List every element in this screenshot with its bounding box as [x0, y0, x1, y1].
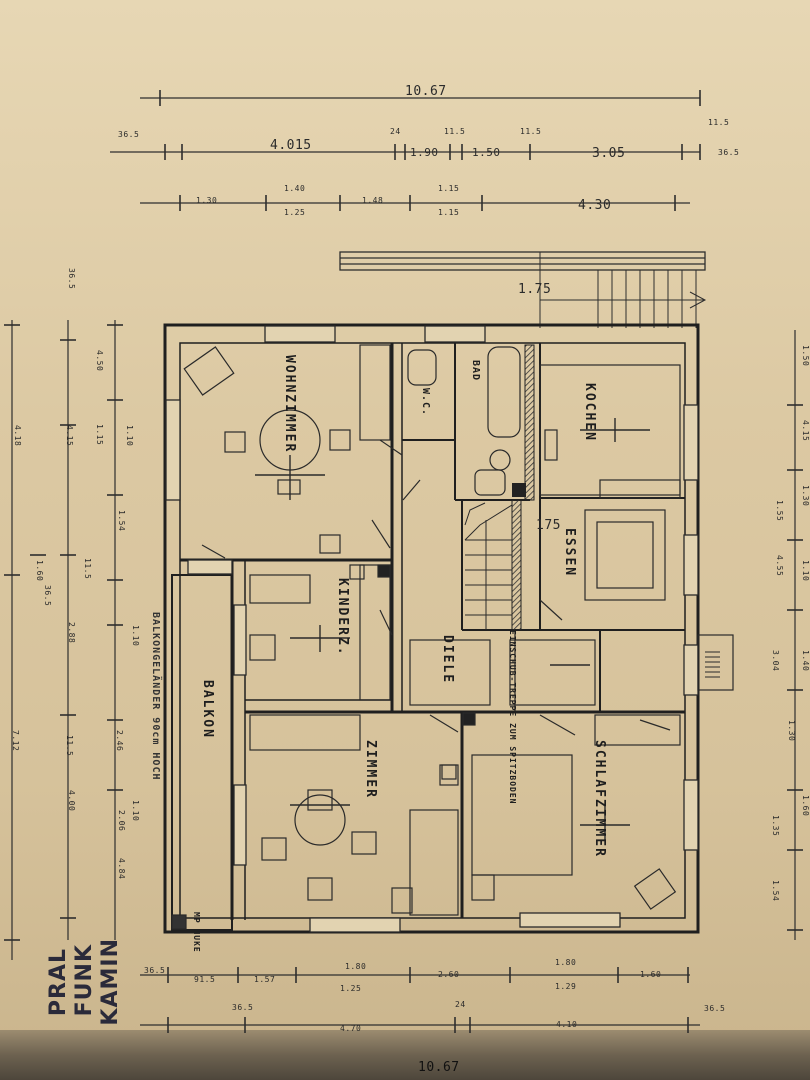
treppe-note: EINSCHUB-TREPPE ZUM SPITZBODEN — [508, 630, 517, 805]
dim-left: 2.46 — [115, 730, 124, 752]
room-label-schlafzimmer: SCHLAFZIMMER — [592, 740, 607, 858]
dim-top-r1: 3.05 — [592, 146, 626, 161]
walls — [163, 323, 700, 934]
dim-right: 1.54 — [771, 880, 780, 902]
room-label-kochen: KOCHEN — [582, 383, 597, 442]
dim-right: 1.55 — [775, 500, 784, 522]
dim-left: 4.00 — [67, 790, 76, 812]
dim-bottom: 24 — [455, 1000, 466, 1009]
dim-top-r2: 1.48 — [362, 196, 384, 205]
dim-left: 36.5 — [43, 585, 52, 607]
dim-right: 1.30 — [801, 485, 810, 507]
dim-bottom: 1.80 — [345, 962, 367, 971]
dim-bottom: 1.25 — [340, 984, 362, 993]
dim-top-r1: 1.50 — [472, 146, 501, 159]
handwritten-note-3: PRAL — [46, 948, 71, 1017]
dim-right: 1.60 — [801, 795, 810, 817]
dim-right: 1.50 — [801, 345, 810, 367]
dim-right: 4.15 — [801, 420, 810, 442]
furniture — [171, 344, 734, 930]
dim-right: 4.55 — [775, 555, 784, 577]
dim-left: 1.10 — [131, 625, 140, 647]
dim-right: 1.40 — [801, 650, 810, 672]
dim-bottom: 4.10 — [556, 1020, 578, 1029]
dim-bottom: 1.80 — [555, 958, 577, 967]
dim-right: 1.10 — [801, 560, 810, 582]
dim-left: 11.5 — [83, 558, 92, 580]
room-label-diele: DIELE — [440, 635, 455, 685]
dim-bottom: 1.29 — [555, 982, 577, 991]
dim-top-r1: 4.015 — [270, 138, 312, 153]
dim-right: 1.35 — [771, 815, 780, 837]
room-label-wohnzimmer: WOHNZIMMER — [282, 355, 297, 454]
dim-top-r2: 1.15 — [438, 208, 460, 217]
paper-background — [0, 0, 810, 1040]
dim-left: 36.5 — [67, 268, 76, 290]
dim-top-r2: 1.25 — [284, 208, 306, 217]
dim-bottom: 1.57 — [254, 975, 276, 984]
handwritten-note-2: FUNK — [72, 944, 97, 1017]
room-label-wc: W.C. — [420, 388, 431, 417]
dim-top-r1: 36.5 — [718, 148, 740, 157]
dim-bottom: 4.70 — [340, 1024, 362, 1033]
dim-left: 4.84 — [117, 858, 126, 880]
balkon-note: BALKONGELÄNDER 90cm HOCH — [150, 612, 161, 781]
exterior-stair — [339, 251, 707, 328]
dim-left: 4.15 — [65, 425, 74, 447]
dim-overall-bottom: 10.67 — [418, 1060, 460, 1075]
dim-bottom: 36.5 — [232, 1003, 254, 1012]
dim-top-r1: 1.90 — [410, 146, 439, 159]
dim-top-r2: 1.40 — [284, 184, 306, 193]
dim-top-r2: 1.15 — [438, 184, 460, 193]
dimension-lines-right — [787, 330, 803, 940]
room-label-bad: BAD — [470, 360, 481, 382]
stair-label: 175 — [536, 518, 561, 533]
dim-left: 1.54 — [117, 510, 126, 532]
room-label-kinderzimmer: KINDERZ. — [335, 578, 350, 657]
dim-top-r2: 1.30 — [196, 196, 218, 205]
dim-left: 1.10 — [131, 800, 140, 822]
room-label-balkon: BALKON — [200, 680, 215, 739]
corner-note: MP NUKE — [192, 912, 201, 953]
dim-left: 4.18 — [13, 425, 22, 447]
room-label-essen: ESSEN — [562, 528, 577, 578]
dimension-lines-left — [4, 320, 123, 960]
dim-right: 3.04 — [771, 650, 780, 672]
handwritten-note-1: KAMIN — [98, 938, 123, 1026]
table-edge — [0, 1030, 810, 1080]
dim-top-r1: 11.5 — [444, 127, 466, 136]
dim-overall-top: 10.67 — [405, 84, 447, 99]
dim-left: 1.10 — [125, 425, 134, 447]
dim-top-r2: 4.30 — [578, 198, 612, 213]
dimension-lines-top — [110, 90, 701, 211]
dim-left: 7.12 — [11, 730, 20, 752]
dim-stair-width: 1.75 — [518, 282, 552, 297]
dim-top-r1: 36.5 — [118, 130, 140, 139]
dim-top-r1: 24 — [390, 127, 401, 136]
dim-left: 4.50 — [95, 350, 104, 372]
dim-right: 1.30 — [787, 720, 796, 742]
dim-bottom: 2.60 — [438, 970, 460, 979]
chimney-hatch — [511, 344, 535, 631]
dim-bottom: 36.5 — [144, 966, 166, 975]
windows — [165, 325, 699, 933]
dim-top-r1: 11.5 — [708, 118, 730, 127]
dim-left: 1.15 — [95, 424, 104, 446]
dim-left: 2.88 — [67, 622, 76, 644]
dim-bottom: 36.5 — [704, 1004, 726, 1013]
dimension-lines-bottom — [140, 967, 700, 1033]
dim-bottom: 91.5 — [194, 975, 216, 984]
dim-top-r1: 11.5 — [520, 127, 542, 136]
dim-left: 11.5 — [65, 735, 74, 757]
dim-left: 1.60 — [35, 560, 44, 582]
dim-left: 2.06 — [117, 810, 126, 832]
room-label-zimmer: ZIMMER — [363, 740, 378, 799]
dim-bottom: 1.60 — [640, 970, 662, 979]
